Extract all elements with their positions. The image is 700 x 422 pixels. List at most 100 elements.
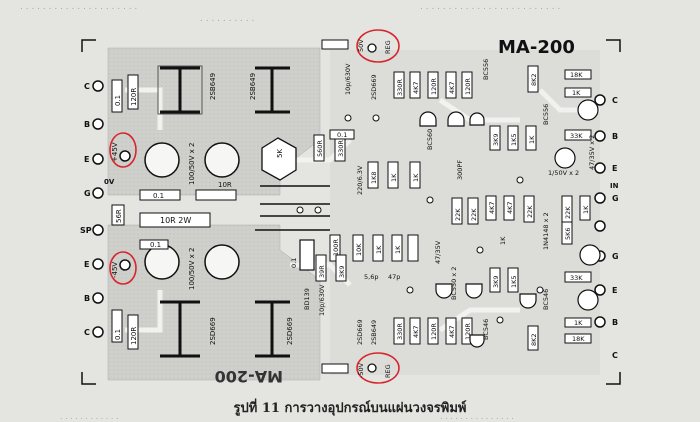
label-330r: 330R <box>337 140 345 157</box>
right-connector-labels: C B E G IN G E B C <box>610 96 619 360</box>
label-cap-bottom: 100/50V x 2 <box>188 248 196 290</box>
label-mid-r01: 0.1 <box>153 192 164 200</box>
label-r120-top: 120R <box>130 88 138 106</box>
label-top-3k9: 3K9 <box>492 133 500 146</box>
label-bot-1k: 1K <box>574 319 583 327</box>
label-bot-33k: 33K <box>570 274 583 282</box>
label-100r: 100R <box>332 239 340 256</box>
label-top-120rb: 120R <box>464 78 472 95</box>
figure-caption: รูปที่ 11 การวางอุปกรณ์บนแผ่นวงจรพิมพ์ <box>233 401 467 416</box>
label-bot-120r: 120R <box>430 323 438 340</box>
label-rm-4k7: 4K7 <box>488 201 496 214</box>
label-1k8: 1K8 <box>370 171 378 184</box>
solder-pads <box>296 114 544 324</box>
conn-right-b1: B <box>612 132 618 141</box>
label-bot-bc546: BC546 <box>482 319 490 340</box>
electrolytic-caps-top <box>144 142 240 178</box>
bleed-through-bottom: . . . . . . . . . . . . . . . . . . . . … <box>60 412 514 421</box>
label-2sd669-br: 2SD669 <box>286 317 294 345</box>
electrolytic-caps-bottom <box>144 244 240 280</box>
conn-right-g2: G <box>612 252 619 261</box>
resistor-blocks-bottom <box>111 309 139 350</box>
board-title: MA-200 <box>498 37 575 58</box>
conn-left-c1: C <box>84 82 90 91</box>
highlight-ring-reg-top <box>356 29 400 63</box>
conn-right-c1: C <box>612 96 618 105</box>
label-220: 220/6.3V <box>356 165 364 195</box>
reg-bottom: -50V REG <box>321 352 400 384</box>
conn-left-c2: C <box>84 328 90 337</box>
small-transistors <box>299 111 483 299</box>
power-transistor-top-left <box>157 65 203 115</box>
label-mid-56r: 56R <box>115 209 123 223</box>
label-47p: 47p <box>388 273 400 281</box>
highlight-ring-plus45v <box>109 132 137 168</box>
label-reg-bottom-voltage: -50V <box>357 362 365 378</box>
label-top-bc556: BC556 <box>482 59 490 80</box>
label-plus45v: +45V <box>111 142 119 162</box>
top-row-resistors <box>393 65 592 151</box>
board-title-mirror: MA-200 <box>215 367 283 386</box>
label-bot-1k5: 1K5 <box>510 275 518 288</box>
label-top-2sd669: 2SD669 <box>370 74 378 100</box>
label-mid-r01b: 0.1 <box>150 241 161 249</box>
label-rm-22kc: 22K <box>526 205 534 218</box>
label-5-6p: 5,6p <box>364 273 378 281</box>
conn-left-e2: E <box>84 260 89 269</box>
label-rm-1k: 1K <box>582 205 590 214</box>
label-reg-top-voltage: 50V <box>357 39 365 52</box>
label-bc560: BC560 x 2 <box>426 117 434 150</box>
bias-trimmer: 5K <box>261 137 297 181</box>
bottom-row-resistors <box>393 267 592 351</box>
conn-left-g: G <box>84 189 91 198</box>
label-1k-a: 1K <box>390 173 398 182</box>
label-r120-bottom: 120R <box>130 327 138 345</box>
highlight-ring-reg-bottom <box>356 352 400 384</box>
label-top-18k: 18K <box>570 71 583 79</box>
label-bot-3k9: 3K9 <box>492 275 500 288</box>
label-bot-4k7b: 4K7 <box>448 325 456 338</box>
label-rm-1n4148: 1N4148 x 2 <box>542 212 550 250</box>
label-bot-120rb: 120R <box>464 323 472 340</box>
label-top-10p: 10p/630V <box>344 63 352 95</box>
label-bot-330r: 330R <box>396 323 404 340</box>
label-rm-4k7b: 4K7 <box>506 201 514 214</box>
supply-pad-bottom: -45V <box>109 251 137 285</box>
label-bot-2sb649: 2SB649 <box>370 320 378 345</box>
label-2sb649-tl: 2SB649 <box>209 73 217 100</box>
conn-right-e2: E <box>612 286 617 295</box>
label-rm-5k6: 5K6 <box>564 227 572 240</box>
label-10p-630v-b: 10p/630V <box>318 284 326 316</box>
label-560r: 560R <box>316 140 324 157</box>
label-mid-10r-2w: 10R 2W <box>160 216 191 225</box>
conn-left-e1: E <box>84 155 89 164</box>
label-c-2sd669: 2SD669 <box>356 319 364 345</box>
label-c-r01c: 0.1 <box>337 131 347 139</box>
label-rm-22kd: 22K <box>564 206 572 219</box>
label-top-1k5: 1K5 <box>510 133 518 146</box>
label-top-1k: 1K <box>572 89 581 97</box>
label-bd139: BD139 <box>303 288 311 310</box>
conn-left-0v: 0V <box>104 178 115 186</box>
conn-left-b2: B <box>84 294 90 303</box>
label-1k-d: 1K <box>394 245 402 254</box>
label-cap-top: 100/50V x 2 <box>188 143 196 185</box>
label-2sb649-tr: 2SB649 <box>249 73 257 100</box>
power-transistor-top-right <box>255 66 290 114</box>
label-minus45v: -45V <box>111 262 119 278</box>
label-1k-c: 1K <box>375 245 383 254</box>
conn-right-b2: B <box>612 318 618 327</box>
label-reg-bottom: REG <box>384 364 392 378</box>
left-connector-labels: C B E G 0V SP E B C <box>80 82 115 337</box>
label-2sd669-bl: 2SD669 <box>209 317 217 345</box>
label-mid-10r: 10R <box>218 181 232 189</box>
label-bot-4k7: 4K7 <box>412 325 420 338</box>
conn-right-e1: E <box>612 164 617 173</box>
label-rm-22kb: 22K <box>470 208 478 221</box>
resistor-blocks-top <box>111 74 139 113</box>
bleed-through-text: . . . . . . . . . . . . . . . . . . . . … <box>20 2 561 24</box>
label-top-120r: 120R <box>430 78 438 95</box>
label-top-33k: 33K <box>570 132 583 140</box>
label-bot-8k2: 8K2 <box>530 333 538 346</box>
